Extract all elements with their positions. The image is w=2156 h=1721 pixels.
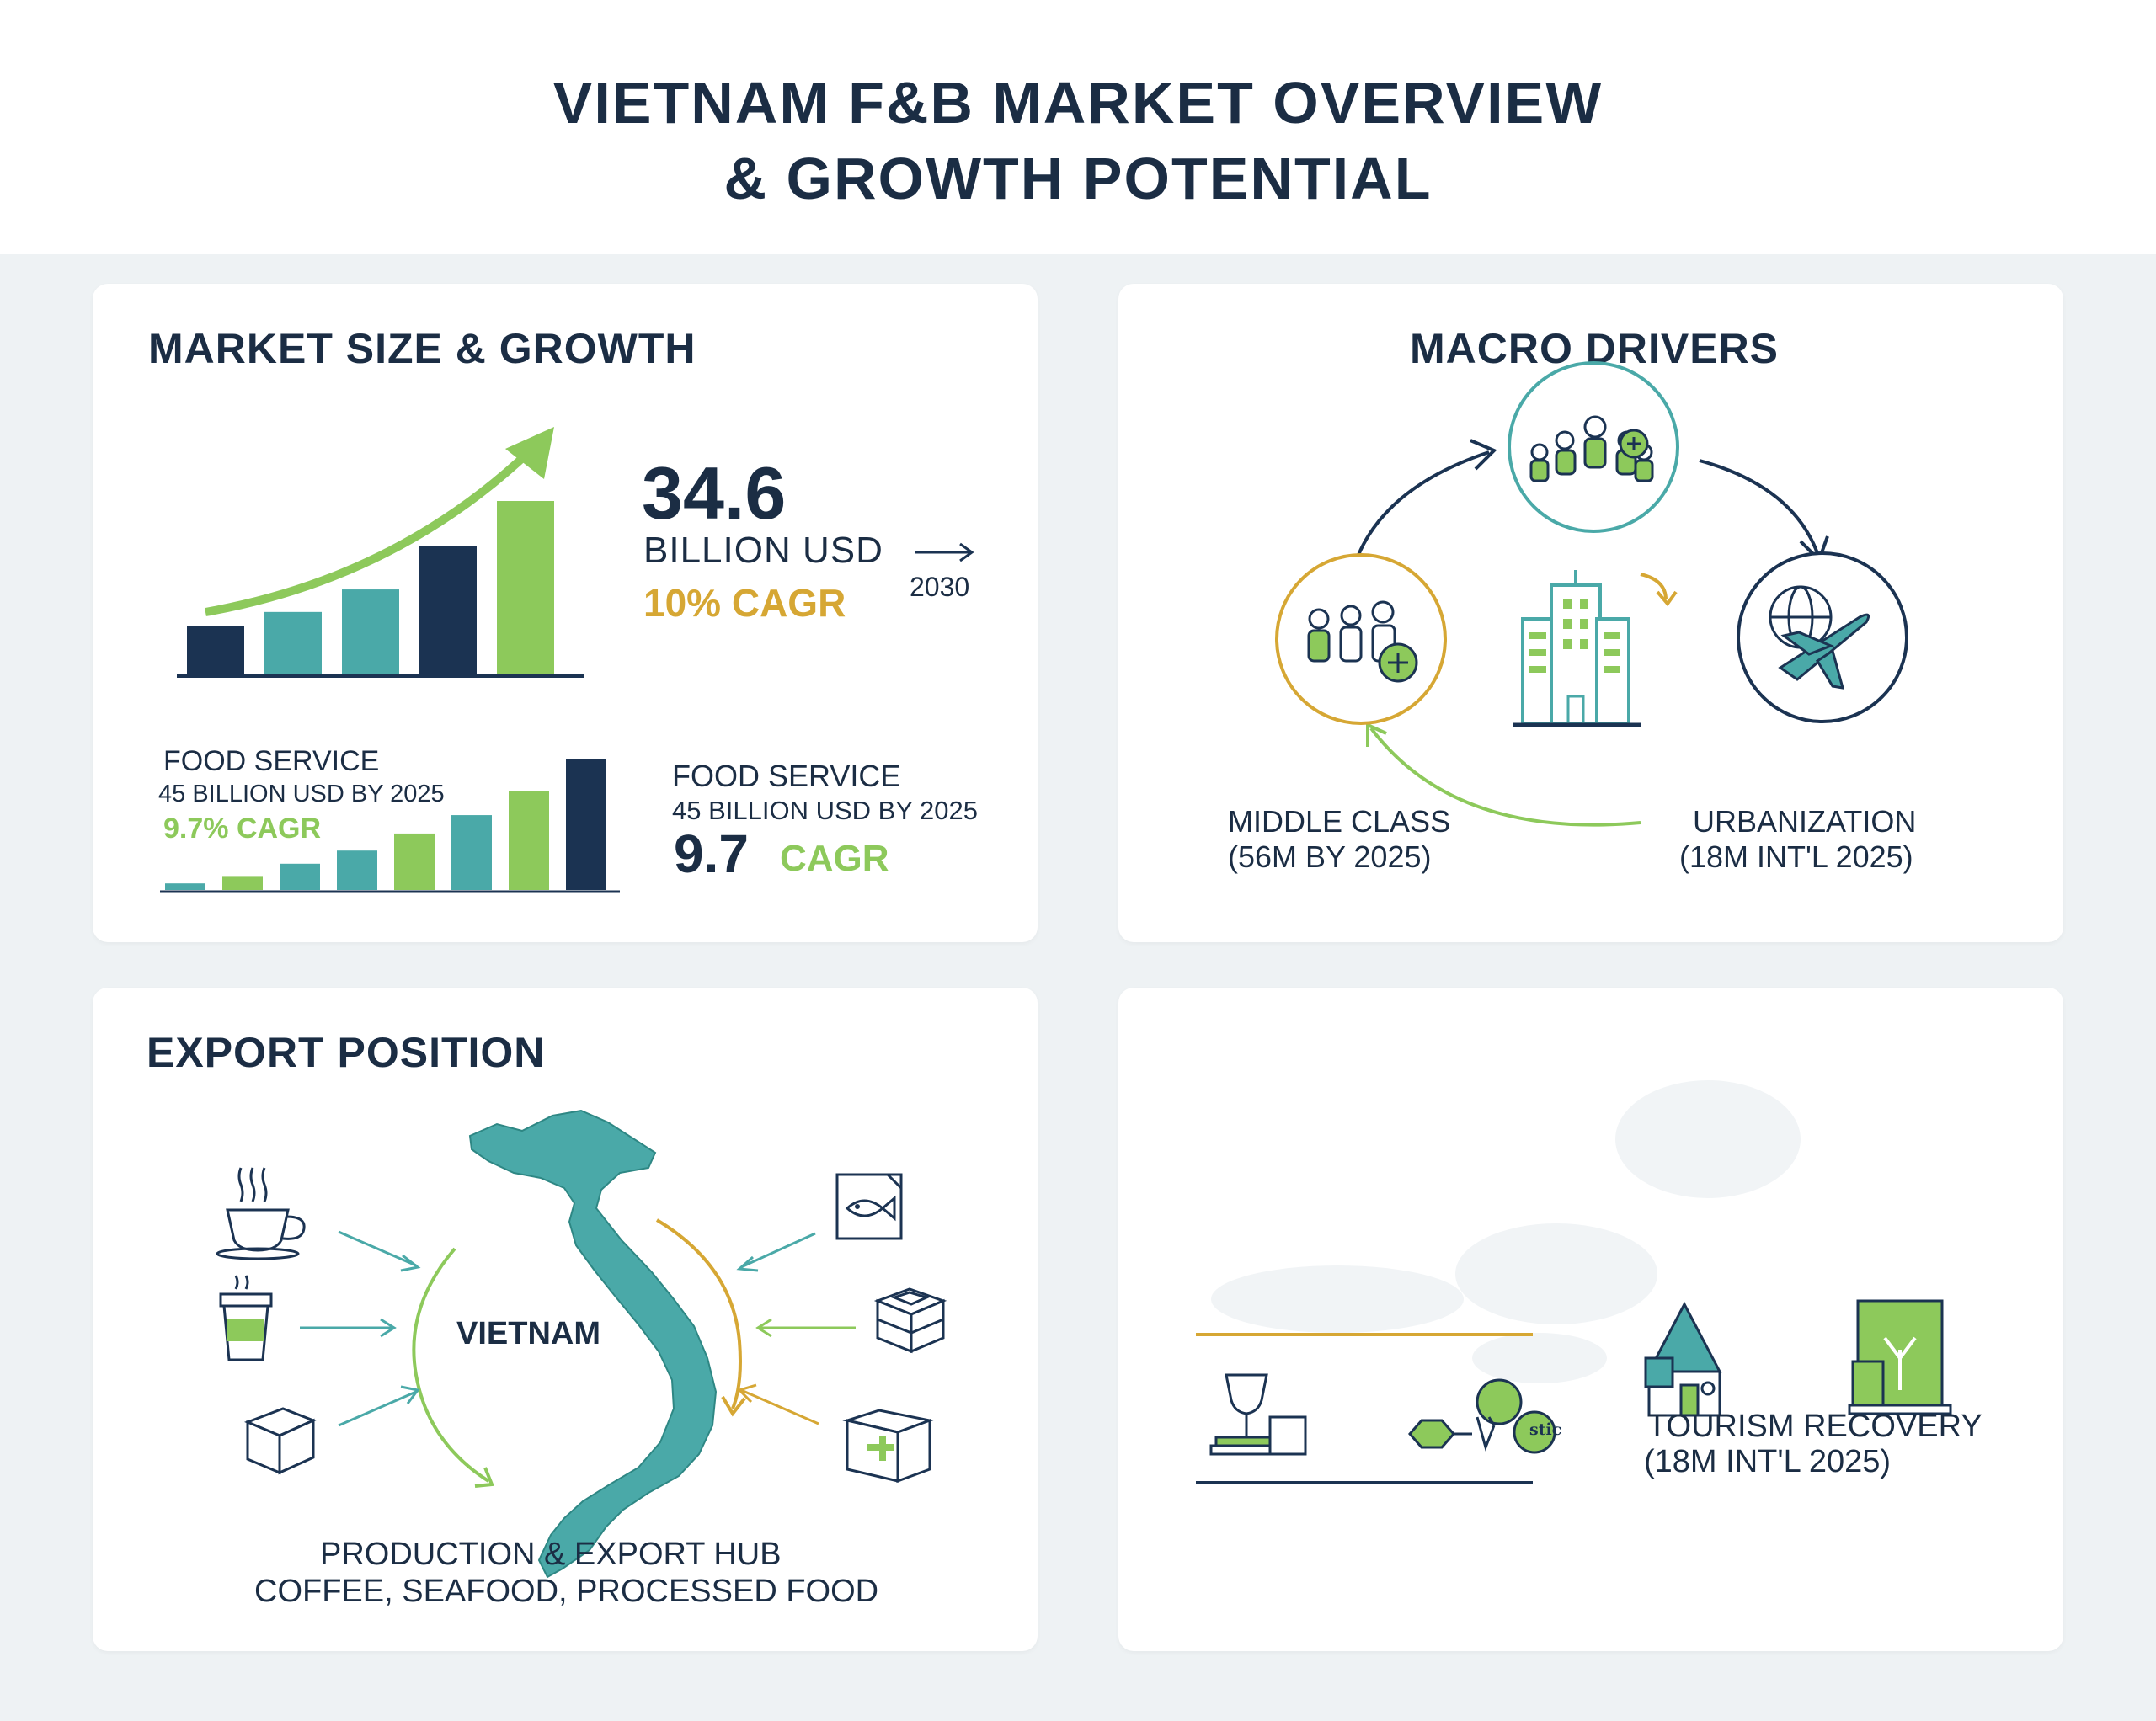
export-caption-line-1: PRODUCTION & EXPORT HUB [320, 1537, 782, 1572]
processed-food-box-icon [842, 1409, 935, 1484]
page-title-line-1: VIETNAM F&B MARKET OVERVIEW [552, 70, 1604, 136]
city-buildings-icon [1513, 570, 1641, 727]
population-growth-icon [1508, 361, 1679, 533]
cycle-arrow-top-right [1699, 459, 1819, 554]
globe-airplane-icon [1737, 551, 1908, 723]
export-arc-left [412, 1247, 490, 1483]
takeaway-cup-icon [219, 1275, 273, 1361]
arrow-box-in [338, 1390, 417, 1427]
export-diagram [216, 1109, 947, 1579]
market-growth-chart [177, 427, 584, 678]
growth-arrow-head [505, 427, 554, 479]
tourist-hut-icon [1644, 1301, 1722, 1417]
wine-glass-icon [1209, 1373, 1307, 1456]
faint-world-map [1211, 1080, 1801, 1383]
vietnam-map-label: VIETNAM [456, 1316, 600, 1351]
middle-class-icon [1275, 553, 1447, 725]
market-size-panel: MARKET SIZE & GROWTH 34.6 BILLION USD 10… [93, 284, 1038, 942]
market-target-year: 2030 [910, 572, 970, 602]
urbanization-label: URBANIZATION [1693, 804, 1917, 839]
smallbars-bar-8 [566, 759, 606, 890]
cycle-arrow-top-left [1357, 450, 1490, 556]
tourism-panel: stic TOURISM RECOVERY (18M INT'L 2025) [1118, 988, 2063, 1651]
macro-drivers-diagram [1275, 361, 1908, 827]
market-value: 34.6 [642, 451, 787, 535]
screen-plant-icon [1848, 1299, 1952, 1415]
tourism-diagram [1196, 1080, 1952, 1484]
bigbars-bar-5 [497, 501, 554, 674]
coffee-cup-icon [216, 1167, 306, 1260]
food-service-right-detail: 45 BILLION USD BY 2025 [672, 796, 979, 825]
smallbars-bar-3 [280, 863, 320, 890]
food-chain-icon [1408, 1378, 1556, 1454]
tourism-value: (18M INT'L 2025) [1644, 1444, 1892, 1479]
urbanization-value: (18M INT'L 2025) [1679, 839, 1913, 874]
export-position-title: EXPORT POSITION [147, 1029, 546, 1076]
vietnam-map [468, 1109, 718, 1579]
market-unit: BILLION USD [643, 530, 883, 571]
page-title-line-2: & GROWTH POTENTIAL [723, 146, 1433, 211]
market-cagr: 10% CAGR [643, 581, 846, 625]
arrow-processed-in [740, 1388, 819, 1425]
bigbars-bar-3 [342, 589, 399, 674]
tourism-label: TOURISM RECOVERY [1647, 1409, 1983, 1444]
arrow-fish-in [740, 1232, 816, 1269]
crate-icon [873, 1287, 947, 1354]
fish-package-icon [835, 1173, 903, 1240]
food-chain-badge-text: stic [1529, 1420, 1562, 1439]
middle-class-label: MIDDLE CLASS [1228, 804, 1451, 839]
bigbars-bar-2 [264, 611, 322, 674]
smallbars-bar-4 [337, 850, 377, 890]
box-icon [243, 1407, 317, 1475]
export-caption-line-2: COFFEE, SEAFOOD, PROCESSED FOOD [254, 1574, 879, 1609]
food-service-right-label: FOOD SERVICE [672, 759, 901, 793]
middle-class-value: (56M BY 2025) [1228, 839, 1432, 874]
food-service-right-cagr: CAGR [780, 838, 889, 879]
smallbars-bar-5 [394, 833, 435, 890]
header-band [0, 0, 2156, 254]
cycle-arrow-bottom [1369, 727, 1641, 827]
food-service-left-detail: 45 BILLION USD BY 2025 [158, 781, 445, 807]
smallbars-bar-6 [451, 815, 492, 890]
bigbars-bar-4 [419, 546, 477, 674]
food-service-left-label: FOOD SERVICE [163, 745, 380, 777]
growth-trend-arrow [205, 447, 534, 616]
smallbars-bar-7 [509, 791, 549, 890]
export-arc-right [655, 1218, 742, 1409]
smallbars-bar-1 [165, 883, 205, 890]
smallbars-bar-2 [222, 876, 263, 890]
arrow-coffee-in [338, 1230, 417, 1267]
food-service-left-cagr: 9.7% CAGR [163, 813, 322, 845]
food-service-chart [160, 759, 620, 893]
market-size-title: MARKET SIZE & GROWTH [148, 325, 696, 372]
export-position-panel: EXPORT POSITION [93, 988, 1038, 1651]
city-arrow [1640, 573, 1668, 600]
macro-drivers-panel: MACRO DRIVERS [1118, 284, 2063, 942]
bigbars-bar-1 [187, 626, 244, 674]
right-arrow-icon [915, 542, 974, 562]
food-service-right-value: 9.7 [674, 823, 749, 884]
